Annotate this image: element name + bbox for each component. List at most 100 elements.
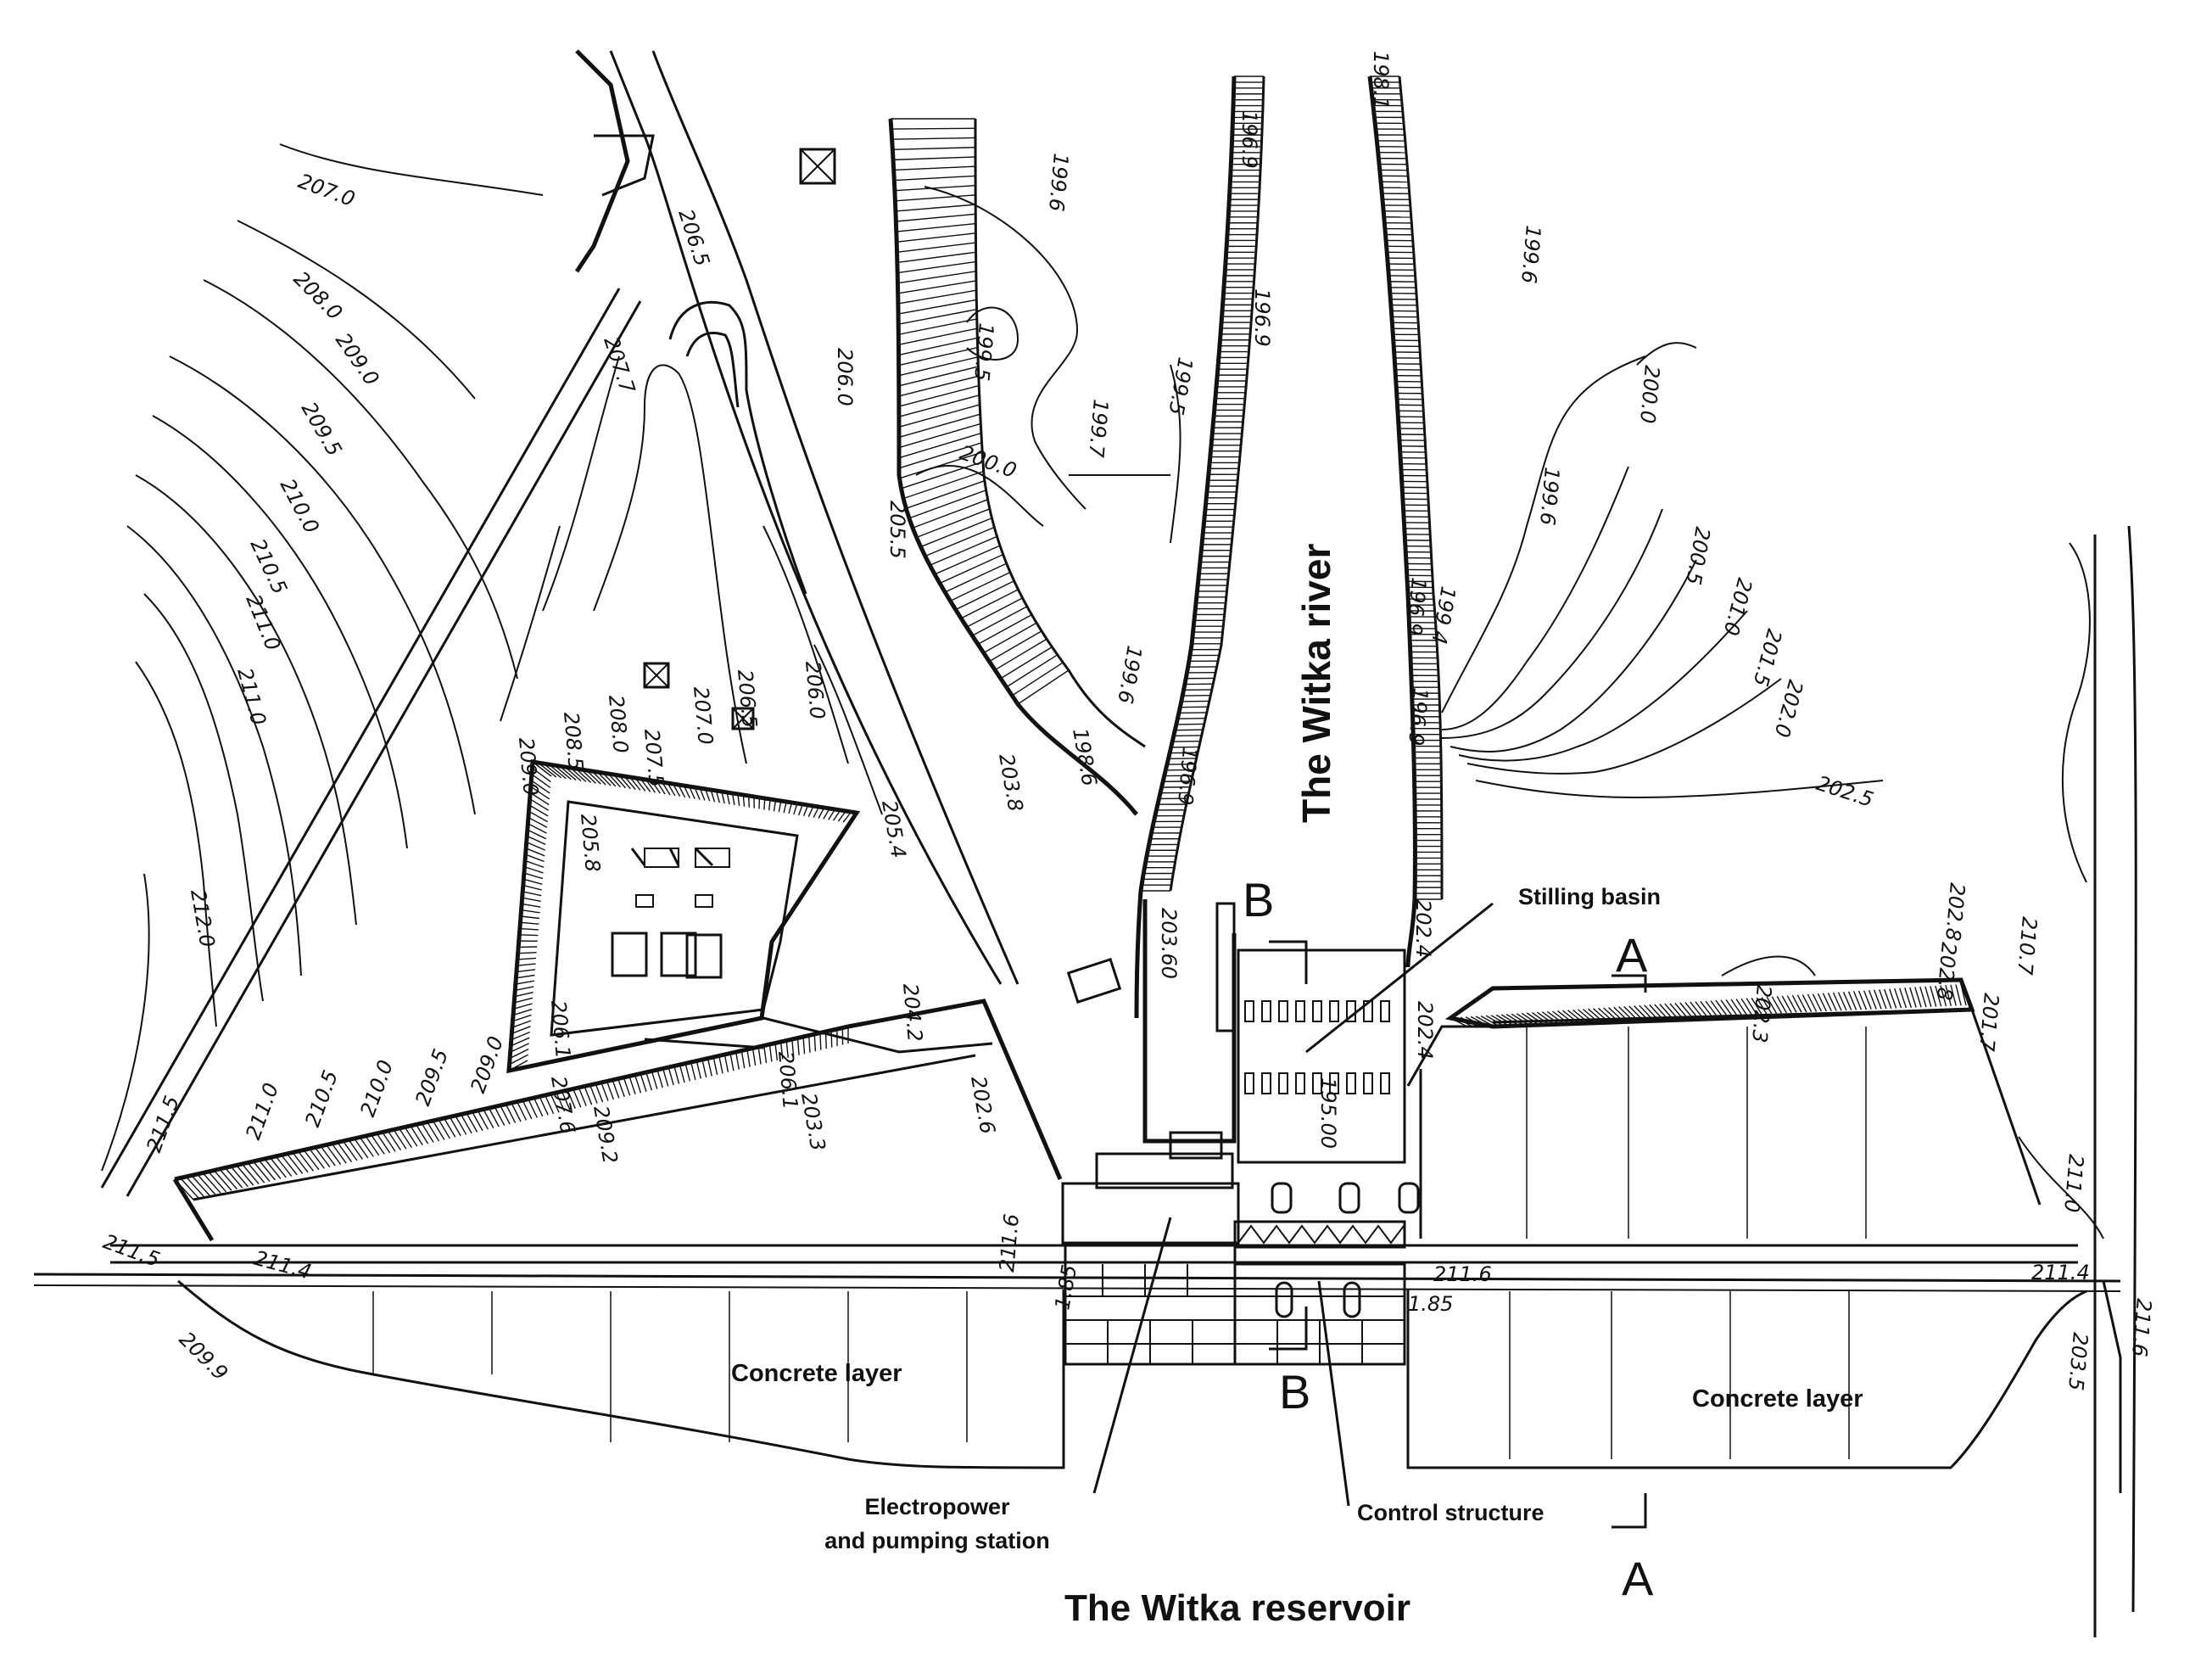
hatch-tick (1679, 1002, 1693, 1018)
hatch-tick (1827, 993, 1837, 1011)
hatch-tick (500, 1105, 511, 1125)
hatch-tick (1930, 986, 1937, 1007)
dam-crest (33, 1244, 2121, 1292)
elevation-label: 199.6 (1535, 466, 1564, 526)
hatch-tick (763, 1045, 768, 1064)
section-a-bottom-label: A (1622, 1552, 1654, 1605)
hatch-tick (517, 957, 537, 960)
hatch-tick (612, 1079, 620, 1099)
control-structure (1233, 1182, 1420, 1366)
hatch-tick (1490, 1015, 1508, 1026)
section-b-top-label: B (1243, 873, 1274, 926)
hatch-tick (472, 1111, 483, 1132)
elevation-label: 201.0 (1718, 575, 1757, 638)
hatch-tick (342, 1140, 358, 1161)
section-a-top-label: A (1616, 928, 1648, 982)
hatch-tick (455, 1115, 467, 1135)
elevation-label: 196.9 (1404, 686, 1433, 747)
hatch-tick (578, 1087, 587, 1106)
hatch-tick (934, 545, 1001, 575)
hatch-tick (438, 1119, 450, 1139)
hatch-tick (897, 299, 977, 315)
hatch-tick (898, 442, 982, 469)
hatch-tick (331, 1143, 347, 1164)
hatch-tick (892, 147, 976, 150)
hatch-tick (525, 853, 545, 863)
hatch-tick (525, 848, 545, 857)
hatch-tick (253, 1161, 271, 1182)
hatch-tick (1857, 990, 1868, 1010)
baffle-block (1278, 1000, 1288, 1022)
hatch-tick (519, 934, 539, 937)
hatch-tick (895, 194, 976, 202)
hatch-tick (382, 1132, 396, 1152)
hatch-tick (275, 1155, 293, 1177)
hatch-tick (1874, 989, 1882, 1010)
hatch-tick (376, 1133, 391, 1154)
east-embankment (1406, 977, 2042, 1239)
hatch-tick (896, 213, 976, 222)
hatch-tick (930, 535, 997, 566)
hatch-tick (623, 1077, 631, 1096)
leader-lines (1092, 902, 1494, 1507)
hatch-tick (960, 589, 1019, 619)
hatch-tick (196, 1173, 216, 1195)
river-label: The Witka river (1294, 544, 1338, 823)
hatch-tick (432, 1120, 445, 1140)
concrete-layer-left-label: Concrete layer (731, 1360, 902, 1387)
elevation-label: 210.0 (355, 1057, 398, 1120)
hatch-tick (466, 1112, 478, 1133)
elevation-label: 211.6 (1433, 1262, 1492, 1286)
side-channel-left (888, 118, 1146, 816)
concrete-layer-left (177, 1279, 1065, 1469)
hatch-tick (359, 1137, 374, 1157)
hatch-tick (1684, 1002, 1698, 1017)
hatch-tick (1017, 669, 1070, 705)
hatch-tick (511, 1031, 531, 1041)
hatch-tick (208, 1171, 227, 1193)
hatch-tick (679, 1064, 685, 1083)
hatch-tick (746, 1049, 751, 1067)
hatch-tick (1940, 985, 1947, 1007)
elevation-label: 1.85 (1050, 1263, 1081, 1312)
elevation-label: 202.8 (1941, 881, 1969, 942)
elevation-label: 199.6 (1044, 152, 1073, 212)
hatch-tick (1720, 999, 1733, 1016)
hatch-tick (989, 630, 1042, 663)
hatch-tick (511, 1026, 531, 1034)
hatch-tick (916, 508, 991, 539)
hatch-tick (1884, 988, 1892, 1009)
elevation-label: 195.00 (1316, 1077, 1340, 1149)
elevation-label: 202.4 (1413, 1001, 1437, 1060)
hatch-tick (695, 1060, 701, 1079)
hatch-tick (662, 1068, 669, 1087)
section-markers (1269, 940, 1647, 1529)
concrete-layer-right-label: Concrete layer (1692, 1385, 1863, 1413)
hatch-tick (1710, 1000, 1723, 1016)
hatch-tick (281, 1155, 298, 1176)
hatch-tick (785, 1040, 789, 1058)
hatch-tick (529, 798, 550, 811)
hatch-tick (514, 991, 533, 998)
baffle-block (1244, 1000, 1254, 1022)
hatch-tick (1725, 999, 1738, 1016)
hatch-tick (399, 1127, 412, 1149)
hatch-tick (684, 1063, 691, 1082)
baffle-block (1295, 1072, 1305, 1094)
hatch-tick (530, 780, 550, 794)
hatch-tick (523, 872, 544, 880)
hatch-tick (735, 1051, 740, 1070)
hatch-tick (757, 1046, 762, 1065)
hatch-tick (510, 1043, 529, 1053)
hatch-tick (1817, 993, 1827, 1012)
hatch-tick (645, 1072, 653, 1091)
section-b-bottom-label: B (1279, 1365, 1310, 1418)
elevation-label: 208.0 (604, 694, 633, 754)
baffle-block (1363, 1072, 1373, 1094)
hatch-tick (191, 1175, 210, 1196)
elevation-label: 205.8 (576, 813, 605, 873)
hatch-tick (241, 1163, 260, 1185)
hatch-tick (528, 1099, 538, 1118)
hatch-tick (516, 969, 536, 973)
hatch-tick (427, 1122, 440, 1142)
